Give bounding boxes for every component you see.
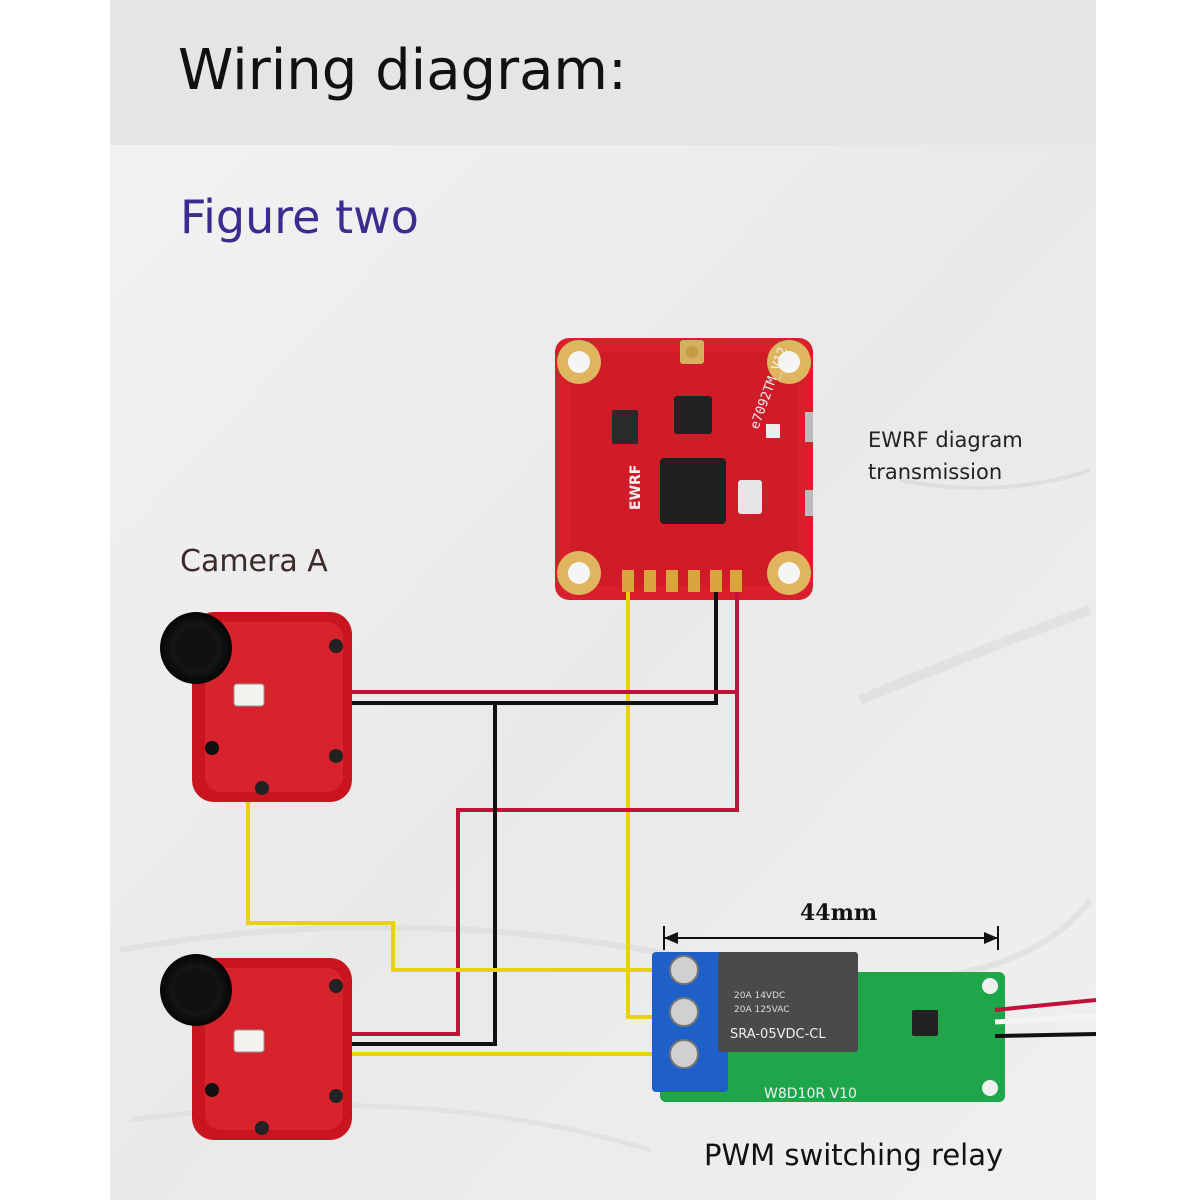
dimension-label: 44mm [800, 900, 878, 926]
vtx-brand-text: EWRF [628, 465, 644, 510]
page-title: Wiring diagram: [178, 38, 627, 103]
marble-streak [899, 468, 1091, 490]
marble-streak [858, 605, 1092, 705]
camera-screw [329, 639, 343, 653]
output-cable-black [994, 1032, 1097, 1038]
crystal [738, 480, 762, 514]
vtx-label-line1: EWRF diagram [868, 428, 1023, 452]
camera-connector [233, 683, 265, 707]
camera-screw [329, 749, 343, 763]
relay-cube [718, 952, 858, 1052]
chip [674, 396, 712, 434]
terminal-screw [669, 997, 699, 1027]
mounting-hole [778, 562, 800, 584]
output-cable-red [994, 998, 1097, 1012]
mounting-hole [568, 562, 590, 584]
terminal-screw [669, 955, 699, 985]
terminal-screw [669, 1039, 699, 1069]
wire-black [258, 592, 718, 705]
camera-screw [255, 1121, 269, 1135]
dimension-line [663, 926, 999, 950]
relay-label: PWM switching relay [704, 1138, 1004, 1172]
side-margin-left [0, 0, 110, 1200]
mounting-hole [568, 351, 590, 373]
vtx-label-line2: transmission [868, 460, 1003, 484]
camera-b [160, 954, 352, 1140]
side-margin-right [1096, 0, 1200, 1200]
header-band [110, 0, 1096, 145]
camera-connector [233, 1029, 265, 1053]
chip [612, 410, 638, 444]
camera-screw [255, 781, 269, 795]
mounting-hole [778, 351, 800, 373]
camera-label: Camera A [180, 544, 328, 579]
camera-screw [329, 979, 343, 993]
mounting-hole [982, 978, 998, 994]
solder-pads [622, 570, 742, 592]
mounting-hole [982, 1080, 998, 1096]
relay-module: 20A 14VDC 20A 125VAC SRA-05VDC-CL W8D10R… [652, 952, 1097, 1102]
camera-screw [329, 1089, 343, 1103]
relay-board-model: W8D10R V10 [764, 1086, 857, 1102]
camera-a [160, 612, 352, 802]
wire-red [258, 692, 739, 1036]
main-chip [660, 458, 726, 524]
figure-subtitle: Figure two [180, 190, 419, 244]
wire-yellow [246, 712, 666, 972]
vtx-board: e7092TM_V12 EWRF [555, 338, 813, 600]
relay-part-number: SRA-05VDC-CL [730, 1027, 826, 1042]
chip [912, 1010, 938, 1036]
relay-rating-2: 20A 125VAC [734, 1005, 790, 1015]
relay-rating-1: 20A 14VDC [734, 991, 785, 1001]
output-cable-white [994, 1013, 1097, 1025]
